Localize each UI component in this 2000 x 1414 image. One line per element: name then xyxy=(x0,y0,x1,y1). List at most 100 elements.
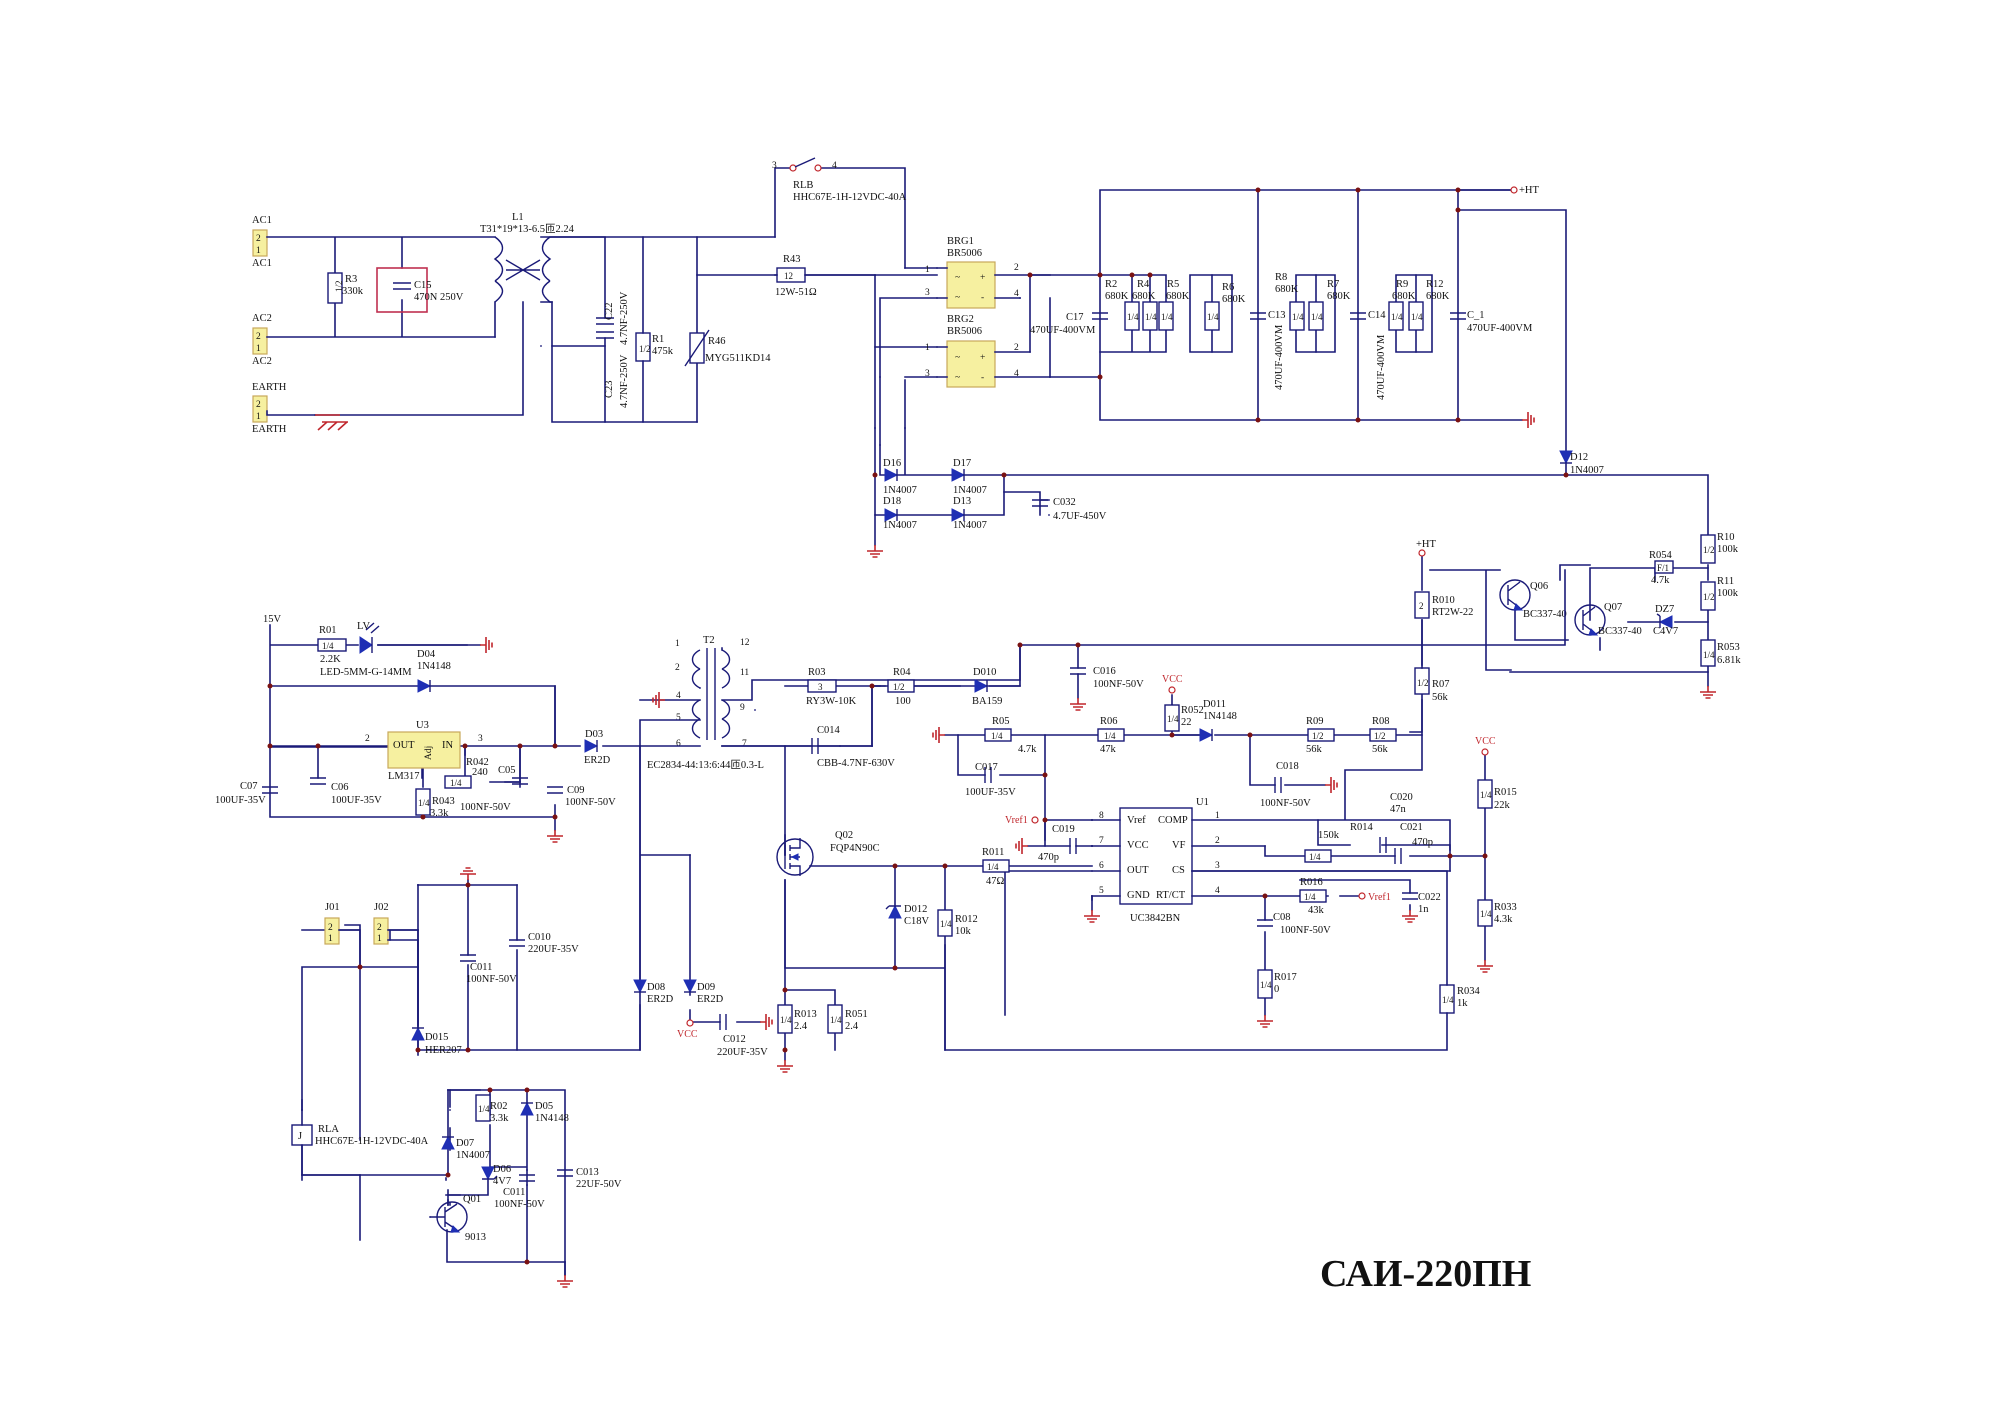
diode-d07[interactable]: D07 1N4007 xyxy=(441,1135,490,1161)
resistor-r016[interactable]: 1/4 R016 43k xyxy=(1299,877,1327,916)
resistor-r011[interactable]: 1/4 R011 47Ω xyxy=(982,847,1010,887)
capacitor-c09[interactable]: C010 220UF-35V xyxy=(509,932,579,955)
diode-d05[interactable]: D05 1N4148 xyxy=(520,1101,569,1124)
diode-d17[interactable]: D17 1N4007 xyxy=(951,458,987,496)
transistor-q07[interactable]: Q07 BC337-40 xyxy=(1574,602,1642,637)
resistor-r043[interactable]: 1/4 R043 3.3k xyxy=(415,788,455,819)
resistor-r04[interactable]: 1/2 R04 100 xyxy=(887,667,915,707)
resistor-r010[interactable]: 2 R010 RT2W-22 xyxy=(1414,591,1473,619)
capacitor-c011[interactable]: C013 22UF-50V xyxy=(557,1167,622,1190)
resistor-r3[interactable]: 1/2 R3 330k xyxy=(327,272,364,304)
zener-d012[interactable]: D012 C18V xyxy=(885,904,930,927)
diode-d16[interactable]: D16 1N4007 xyxy=(883,458,917,496)
capacitor-c15[interactable]: C15 470N 250V xyxy=(376,267,464,313)
bridge-brg1[interactable]: ~~ +- BRG1 BR5006 1 2 3 4 xyxy=(925,236,1019,309)
connector-earth[interactable]: EARTH EARTH 2 1 xyxy=(252,382,287,435)
resistor-r01[interactable]: 1/4 R01 2.2K xyxy=(317,625,347,665)
resistor-r054[interactable]: F/1 R054 4.7k xyxy=(1649,550,1674,586)
diode-d18[interactable]: D18 1N4007 xyxy=(883,496,917,531)
resistor-r5[interactable]: 1/4 R5 680K xyxy=(1158,279,1190,331)
capacitor-c-1[interactable]: C_1 470UF-400VM xyxy=(1450,310,1533,334)
capacitor-c05[interactable]: C09 100NF-50V xyxy=(547,785,616,808)
capacitor-c015[interactable]: C016 100NF-50V xyxy=(1069,644,1144,711)
resistor-r052[interactable]: 1/4 R052 22 xyxy=(1164,704,1204,732)
connector-j02[interactable]: J02 2 1 xyxy=(373,902,389,945)
resistor-r7[interactable]: 1/4 R7 680K xyxy=(1308,279,1351,331)
capacitor-c13[interactable]: C13 470UF-400VM xyxy=(1250,310,1286,390)
resistor-r051[interactable]: 1/4 R051 2.4 xyxy=(827,1004,868,1034)
resistor-r02[interactable]: 1/4 R02 3.3k xyxy=(475,1094,509,1124)
choke-l1[interactable]: L1 T31*19*13-6.5匝2.24 xyxy=(480,212,606,303)
led-lv[interactable]: LV LED-5MM-G-14MM xyxy=(320,621,412,678)
capacitor-c22[interactable]: C22 4.7NF-250V xyxy=(596,291,630,345)
relay-rlb[interactable]: 3 4 RLB HHC67E-1H-12VDC-40A xyxy=(772,157,907,203)
bridge-brg2[interactable]: ~~ +- BRG2 BR5006 1 2 3 4 xyxy=(925,314,1019,388)
transistor-q06[interactable]: Q06 BC337-40 xyxy=(1499,579,1567,620)
capacitor-c010[interactable]: C011 100NF-50V xyxy=(460,954,517,985)
capacitor-c020[interactable]: C021 470p xyxy=(1394,822,1433,864)
resistor-r8[interactable]: 1/4 R8 680K xyxy=(1275,272,1305,331)
diode-d04[interactable]: D04 1N4148 xyxy=(417,649,451,693)
resistor-r12[interactable]: 1/4 R12 680K xyxy=(1408,279,1450,331)
zener-d06[interactable]: D06 4V7 xyxy=(481,1164,511,1187)
diode-d010[interactable]: D010 BA159 xyxy=(972,667,1002,707)
transformer-t2[interactable]: T2 EC2834-44:13:6:44匝0.3-L 1 2 12 11 4 5… xyxy=(647,635,764,771)
resistor-r033[interactable]: 1/4 R033 4.3k xyxy=(1477,899,1517,927)
diode-d015[interactable]: D015 HER207 xyxy=(411,1026,462,1056)
capacitor-c06[interactable]: C05 100NF-50V xyxy=(460,765,528,813)
mosfet-q02[interactable]: Q02 FQP4N90C xyxy=(776,830,880,876)
resistor-r017[interactable]: 1/4 R017 0 xyxy=(1257,969,1297,999)
capacitor-c14[interactable]: C14 470UF-400VM xyxy=(1350,310,1387,400)
resistor-r03[interactable]: 3 R03 RY3W-10K xyxy=(806,667,857,707)
connector-j01[interactable]: J01 2 1 xyxy=(324,902,340,945)
resistor-r1[interactable]: 1/2 R1 475k xyxy=(635,236,674,423)
resistor-r014[interactable]: 1/4 R014 150k xyxy=(1304,822,1374,863)
relay-rla[interactable]: J RLA HHC67E-1H-12VDC-40A xyxy=(291,1124,429,1147)
resistor-r053[interactable]: 1/4 R053 6.81k xyxy=(1700,639,1741,667)
capacitor-c022[interactable]: C08 100NF-50V xyxy=(1257,912,1331,936)
resistor-r015[interactable]: 1/4 R015 22k xyxy=(1477,779,1517,811)
resistor-r034[interactable]: 1/4 R034 1k xyxy=(1439,984,1481,1014)
capacitor-c021[interactable]: C022 1n xyxy=(1402,892,1441,915)
resistor-r10[interactable]: 1/2 R10 100k xyxy=(1700,532,1739,564)
capacitor-c08[interactable]: C07 100UF-35V xyxy=(215,781,278,806)
capacitor-c018[interactable]: C019 470p xyxy=(1038,824,1093,863)
capacitor-c23[interactable]: C23 4.7NF-250V xyxy=(596,331,630,408)
resistor-r4[interactable]: 1/4 R4 680K xyxy=(1132,279,1158,331)
capacitor-c016[interactable]: C017 100UF-35V xyxy=(965,762,1016,798)
resistor-r43[interactable]: 12 R43 12W-51Ω xyxy=(775,254,817,298)
transistor-q01[interactable]: Q01 9013 xyxy=(430,1194,486,1243)
capacitor-c019[interactable]: C020 47n xyxy=(1379,792,1413,853)
regulator-u3[interactable]: OUT IN Adj U3 LM317 2 3 xyxy=(365,720,483,782)
varistor-r46[interactable]: R46 MYG511KD14 xyxy=(684,329,771,367)
connector-ac1[interactable]: AC1 AC1 2 1 xyxy=(252,215,272,269)
zener-dz7[interactable]: DZ7 C4V7 xyxy=(1653,604,1678,637)
resistor-r05[interactable]: 1/4 R05 4.7k xyxy=(984,716,1037,755)
resistor-r012[interactable]: 1/4 R012 10k xyxy=(937,909,978,937)
connector-ac2[interactable]: AC2 AC2 2 1 xyxy=(252,313,272,367)
resistor-r06[interactable]: 1/4 R06 47k xyxy=(1097,716,1125,755)
resistor-r6[interactable]: 1/4 R6 680K xyxy=(1204,282,1246,331)
diode-d011[interactable]: D011 1N4148 xyxy=(1199,699,1237,742)
diode-d13[interactable]: D13 1N4007 xyxy=(951,496,987,531)
resistor-r2[interactable]: 1/4 R2 680K xyxy=(1105,279,1140,331)
diode-d08[interactable]: D08 ER2D xyxy=(633,979,674,1005)
resistor-r11[interactable]: 1/2 R11 100k xyxy=(1700,576,1739,611)
diode-d12[interactable]: D12 1N4007 xyxy=(1559,450,1604,476)
resistor-r013[interactable]: 1/4 R013 2.4 xyxy=(777,1004,817,1034)
resistor-r08[interactable]: 1/2 R08 56k xyxy=(1369,716,1397,755)
diode-d03[interactable]: D03 ER2D xyxy=(584,729,611,766)
resistor-r09[interactable]: 1/2 R09 56k xyxy=(1306,716,1335,755)
diode-d09[interactable]: D09 ER2D xyxy=(683,979,724,1005)
capacitor-c013[interactable]: C012 220UF-35V xyxy=(717,1014,768,1058)
capacitor-c014[interactable]: C014 CBB-4.7NF-630V xyxy=(784,725,895,769)
resistor-r9[interactable]: 1/4 R9 680K xyxy=(1388,279,1416,331)
capacitor-c17[interactable]: C17 470UF-400VM xyxy=(1030,312,1108,336)
resistor-r07[interactable]: 1/2 R07 56k xyxy=(1414,667,1450,703)
capacitor-c017[interactable]: C018 100NF-50V xyxy=(1260,761,1311,809)
capacitor-c07[interactable]: C06 100UF-35V xyxy=(310,777,382,806)
resistor-r042[interactable]: 1/4 R042 240 xyxy=(444,757,489,789)
capacitor-c032[interactable]: C032 4.7UF-450V xyxy=(1032,497,1107,522)
controller-u1[interactable]: U1 UC3842BN Vref VCC OUT GND COMP VF CS … xyxy=(1099,797,1220,924)
capacitor-c012[interactable]: C011 100NF-50V xyxy=(494,1174,545,1210)
